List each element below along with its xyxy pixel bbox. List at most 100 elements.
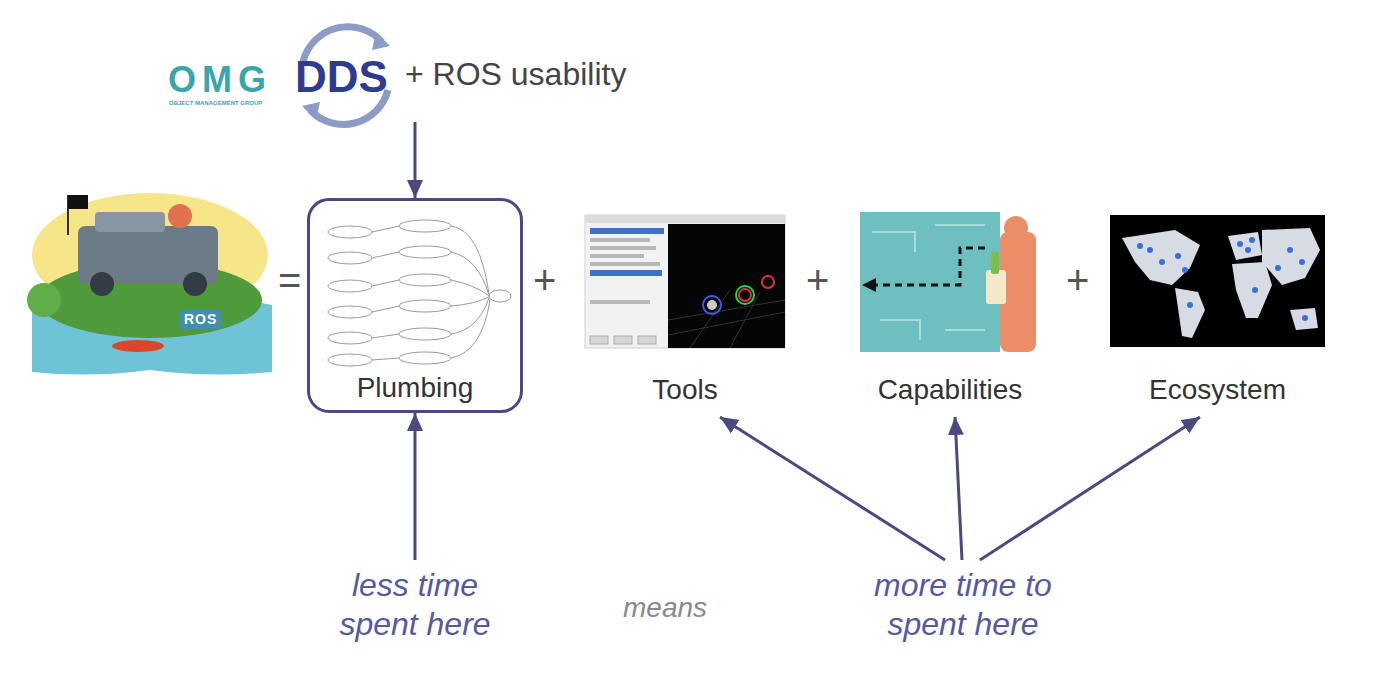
caption: Tools — [580, 373, 790, 407]
continent — [1228, 232, 1262, 260]
arrow-connector — [980, 417, 1200, 560]
graph-node — [399, 300, 451, 312]
panel-row — [590, 254, 644, 258]
plus-sign: + — [1066, 256, 1089, 304]
graph-node — [399, 274, 451, 286]
graph-node — [328, 354, 372, 366]
dot — [1137, 243, 1143, 249]
dot — [1159, 259, 1165, 265]
dot — [1252, 287, 1258, 293]
graph-links — [451, 226, 490, 358]
world-map — [1110, 215, 1325, 347]
robot-top — [95, 212, 165, 232]
continent — [1290, 308, 1318, 330]
continent — [1232, 262, 1272, 318]
note-text-box: less time spent here — [320, 560, 510, 656]
path-arrowhead — [862, 278, 876, 292]
continent — [1122, 230, 1200, 285]
selected-row — [590, 270, 662, 276]
dot — [1302, 315, 1308, 321]
dot — [1287, 247, 1293, 253]
window-frame — [585, 215, 785, 348]
italic-note: less time spent here — [320, 560, 510, 644]
tools-panel: Tools — [580, 205, 790, 417]
logo-arrowhead — [302, 102, 320, 120]
graph-node — [489, 290, 511, 302]
dashed-path — [876, 248, 985, 285]
furniture-outline — [872, 225, 985, 340]
connector-word: means — [623, 591, 707, 625]
button — [590, 336, 608, 344]
ros-graph-sketch — [328, 220, 511, 366]
robot-head — [1004, 216, 1028, 240]
wheel — [90, 272, 114, 296]
dot — [1275, 265, 1281, 271]
selected-row — [590, 228, 664, 234]
turtle-head — [27, 283, 61, 317]
graph-node — [399, 352, 451, 364]
ros-turtle-illustration — [27, 193, 272, 375]
dot — [1299, 259, 1305, 265]
dot — [1237, 241, 1243, 247]
marker-ring — [762, 276, 774, 288]
pirate-flag — [68, 195, 88, 209]
ecosystem-panel: Ecosystem — [1105, 205, 1330, 417]
dot — [1147, 247, 1153, 253]
heading-text: + ROS usability — [405, 55, 626, 94]
plus-sign: + — [806, 256, 829, 304]
arrow-connector — [955, 417, 962, 560]
map-ground — [1110, 215, 1325, 347]
robot-tray — [986, 270, 1006, 304]
panel-row — [590, 262, 660, 266]
panel-row — [590, 246, 656, 250]
dot — [1245, 247, 1251, 253]
graph-node — [399, 328, 451, 340]
logo-arrowhead — [372, 32, 390, 50]
grid-lines — [668, 290, 785, 348]
user-dots — [1137, 237, 1308, 321]
italic-note: more time to spent here — [848, 560, 1078, 644]
graph-links — [372, 226, 399, 360]
graph-node — [328, 226, 372, 238]
caption: Plumbing — [310, 371, 520, 405]
graph-node — [399, 220, 451, 232]
button — [614, 336, 632, 344]
equals-sign: = — [278, 256, 301, 304]
graph-node — [399, 246, 451, 258]
arrow-connector — [414, 122, 417, 198]
plus-sign: + — [533, 256, 556, 304]
3d-view — [668, 224, 785, 348]
panel-row — [590, 238, 650, 242]
marker-ring — [736, 286, 754, 304]
arrow-connector — [414, 413, 417, 560]
capabilities-panel: Capabilities — [855, 205, 1045, 417]
small-boat — [112, 340, 164, 352]
marker-ring — [739, 289, 751, 301]
graph-node — [328, 306, 372, 318]
continent — [1262, 228, 1320, 285]
robot-figure — [168, 204, 192, 228]
arrow-connector — [720, 417, 945, 560]
continent — [1175, 288, 1205, 338]
dds-logo-text: DDS — [295, 50, 388, 104]
graph-node — [328, 332, 372, 344]
rviz-screenshot — [585, 215, 785, 348]
note-text-box: more time to spent here — [848, 560, 1078, 656]
capabilities-illustration — [860, 212, 1036, 352]
bottle — [991, 252, 999, 274]
header-logo-group: OMGOBJECT MANAGEMENT GROUPDDS+ ROS usabi… — [160, 28, 670, 122]
wheel — [183, 272, 207, 296]
omg-logo-text: OMG — [168, 58, 272, 102]
ros-logo-text: ROS — [180, 310, 221, 329]
dot — [1182, 267, 1188, 273]
marker-box — [707, 300, 717, 310]
graph-node — [328, 280, 372, 292]
caption: Ecosystem — [1105, 373, 1330, 407]
panel-row — [590, 300, 650, 304]
graph-node — [328, 252, 372, 264]
caption: Capabilities — [855, 373, 1045, 407]
button — [638, 336, 656, 344]
ros-illustration: ROS — [30, 190, 275, 375]
menu-bar — [585, 215, 785, 223]
